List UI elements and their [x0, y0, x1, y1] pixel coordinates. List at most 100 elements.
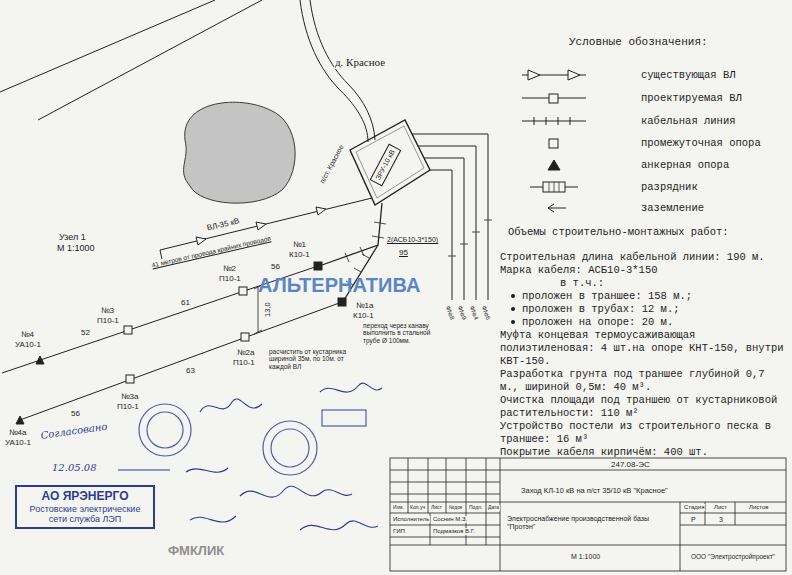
table-cell: Стадия	[683, 504, 705, 511]
dimension: 95	[398, 248, 409, 257]
projected-line-lower	[241, 333, 249, 341]
signatures	[320, 383, 382, 392]
signatures	[190, 516, 236, 522]
pole-number: №4	[20, 330, 35, 339]
legend-title: Условные обозначения:	[568, 36, 709, 49]
legend-symbols	[528, 70, 540, 80]
approval-stamp: АО ЯРЭНЕРГОРостовские электрические сети…	[15, 485, 155, 529]
works-item: Марка кабеля: АСБ10-3*150	[500, 264, 786, 277]
table-cell: Листов	[748, 504, 770, 511]
legend-text: промежуточная опора	[640, 137, 762, 149]
pole-number: №2а	[236, 348, 255, 357]
legend-symbols	[568, 70, 580, 80]
works-item: Разработка грунта под траншее глубиной 0…	[500, 368, 786, 394]
round-stamps	[271, 429, 309, 467]
feeder-lines	[430, 170, 452, 300]
legend-symbols	[549, 182, 559, 192]
works-list: Объемы строительно-монтажных работ: Строи…	[500, 226, 786, 459]
legend-text: существующая ВЛ	[640, 69, 737, 81]
substation-fence	[350, 120, 430, 205]
table-cell: Р	[690, 516, 697, 524]
table-cell: Кол.уч	[409, 505, 426, 511]
signatures	[118, 468, 228, 472]
watermark: ФМКЛИК	[168, 544, 224, 559]
works-item: проложен в трубах: 12 м.;	[522, 303, 786, 316]
table-cell: Лист	[713, 504, 728, 511]
pole-number: №3	[100, 306, 115, 315]
lake	[184, 102, 296, 203]
cable-mark: 2(АСБ10-3*150)	[386, 236, 439, 244]
pole-number: №4а	[8, 428, 27, 437]
works-item: проложен в траншее: 158 м.;	[522, 290, 786, 303]
feeder-name: Ф№9	[456, 304, 468, 322]
projected-line-lower	[16, 416, 24, 424]
span-length: 63	[185, 366, 196, 375]
signatures	[200, 399, 262, 412]
switchgear-box: ЗРУ-10 кВ	[369, 144, 401, 187]
works-item: Строительная длина кабельной линии: 190 …	[500, 251, 786, 264]
works-item: в т.ч.:	[560, 277, 786, 290]
node-heading: АО ЯРЭНЕРГО	[21, 490, 149, 504]
pole-type: К10-1	[352, 311, 375, 320]
existing-line-35kv	[316, 207, 326, 215]
map-roads	[310, 0, 375, 140]
legend-symbols	[548, 160, 560, 170]
span-length: 61	[180, 298, 191, 307]
table-cell: Исполнитель	[392, 516, 430, 523]
existing-line-35kv	[196, 237, 206, 245]
table-cell: Подмазков В.Г.	[432, 528, 476, 535]
lake	[184, 102, 296, 203]
dimension: 13,0	[264, 301, 273, 318]
scale-label: М 1:1000	[570, 553, 601, 561]
pole-type: П10-1	[116, 402, 140, 411]
table-cell: Соснин М.З.	[432, 516, 468, 523]
projected-line-lower	[338, 298, 346, 306]
round-stamps	[139, 404, 191, 456]
works-title: Объемы строительно-монтажных работ:	[508, 226, 786, 239]
pole-type: П10-1	[232, 358, 256, 367]
round-stamps	[147, 412, 183, 448]
feeder-name: Ф№4	[468, 304, 480, 322]
node-body: Ростовские электрические сети служба ЛЭП	[21, 504, 149, 525]
works-item: Устройство постели из строительного песк…	[500, 420, 786, 446]
signatures	[240, 486, 352, 497]
feeder-lines	[424, 158, 464, 300]
legend-symbols	[522, 70, 586, 212]
legend-symbols	[549, 94, 558, 103]
legend-text: анкерная опора	[640, 159, 730, 171]
drawing-title: Заход КЛ-10 кВ на п/ст 35/10 кВ "Красное…	[520, 487, 669, 496]
works-item: Очистка площади под траншею от кустарник…	[500, 394, 786, 420]
pole-number: №3а	[120, 392, 139, 401]
handwritten-note: Согласовано	[40, 421, 108, 442]
title-block	[390, 470, 786, 545]
round-stamps	[139, 404, 366, 475]
company-name: ООО "Электростройпроект"	[690, 553, 776, 560]
feeder-name: Ф№6	[480, 304, 492, 322]
span-length: 56	[70, 409, 81, 418]
cable-line	[322, 203, 382, 265]
substation-fence	[350, 120, 430, 205]
drawing-code: 247.08-ЭС	[610, 460, 651, 469]
table-cell: Изм.	[392, 505, 405, 511]
signatures	[118, 383, 382, 530]
round-stamps	[322, 410, 366, 426]
map-roads	[0, 0, 375, 142]
projected-line-lower	[126, 375, 134, 383]
feeder-lines	[412, 134, 492, 300]
span-length: 52	[80, 328, 91, 337]
pole-number: №1	[292, 240, 307, 249]
pole-number: №2	[222, 264, 237, 273]
map-roads	[0, 0, 215, 92]
legend-symbols	[543, 182, 565, 192]
legend-text: проектируемая ВЛ	[640, 92, 743, 104]
pole-type: УА10-1	[4, 438, 32, 447]
projected-line-upper	[314, 262, 322, 270]
span-length: 56	[270, 262, 281, 271]
table-cell: №док	[448, 505, 463, 511]
feeder-name: Ф№8	[444, 304, 456, 322]
pole-type: П10-1	[218, 274, 242, 283]
works-item: Покрытие кабеля кирпичём: 400 шт.	[500, 446, 786, 459]
pole-type: УА10-1	[14, 340, 42, 349]
legend-symbols	[548, 204, 566, 212]
project-name: Электроснабжение производственной базы "…	[506, 515, 678, 531]
